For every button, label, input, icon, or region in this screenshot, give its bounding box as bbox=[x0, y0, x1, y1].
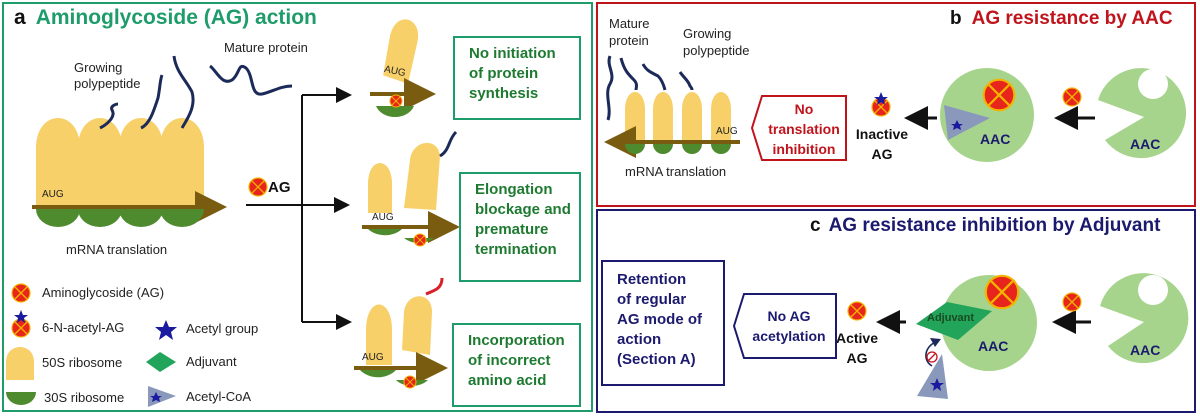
acetyl-ag-icon bbox=[11, 318, 31, 338]
outcome-box-no-initiation: No initiation of protein synthesis bbox=[453, 36, 581, 120]
aac-free-b bbox=[1098, 68, 1187, 159]
aac-free-c bbox=[1100, 273, 1189, 364]
aug-label: AUG bbox=[42, 189, 64, 200]
legend-acetyl-group: Acetyl group bbox=[186, 321, 259, 336]
outcome-2-graphic bbox=[362, 130, 460, 247]
active-ag-line: AG bbox=[846, 350, 868, 366]
inactive-ag-line: Inactive bbox=[855, 126, 909, 142]
retention-line: Retention bbox=[617, 271, 687, 288]
panel-c-frame bbox=[596, 209, 1196, 413]
growing-label-2: polypeptide bbox=[683, 43, 750, 58]
no-inhibition-line: inhibition bbox=[772, 141, 836, 157]
legend-50s: 50S ribosome bbox=[42, 355, 123, 370]
aac-label-free-b: AAC bbox=[1130, 136, 1161, 152]
retention-box: Retention of regular AG mode of action (… bbox=[601, 260, 725, 386]
adjuvant-label: Adjuvant bbox=[927, 312, 975, 324]
no-acetylation-shape bbox=[732, 293, 837, 359]
retention-line: action bbox=[617, 331, 662, 348]
active-ag-line: Active bbox=[835, 330, 879, 346]
panel-a-frame bbox=[2, 2, 593, 412]
outcome-box-elongation-blockage: Elongation blockage and premature termin… bbox=[459, 172, 581, 282]
panel-b-title: b AG resistance by AAC bbox=[950, 8, 1173, 30]
outcome-line: blockage and bbox=[475, 201, 571, 218]
outcome-line: synthesis bbox=[469, 85, 539, 102]
panel-c-title-text: AG resistance inhibition by Adjuvant bbox=[828, 215, 1161, 236]
legend-aminoglycoside: Aminoglycoside (AG) bbox=[42, 285, 165, 300]
retention-line: (Section A) bbox=[617, 351, 696, 368]
panel-b-frame bbox=[596, 2, 1196, 207]
panel-b-letter: b bbox=[950, 8, 962, 29]
outcome-line: of incorrect bbox=[468, 352, 551, 369]
growing-polypeptide-label-2: polypeptide bbox=[74, 76, 141, 91]
panel-c-title: c AG resistance inhibition by Adjuvant bbox=[810, 215, 1160, 237]
aug-label-b: AUG bbox=[716, 126, 738, 137]
retention-line: of regular bbox=[617, 291, 687, 308]
outcome-box-incorrect-amino-acid: Incorporation of incorrect amino acid bbox=[452, 323, 581, 407]
growing-polypeptide-label-1: Growing bbox=[74, 60, 123, 75]
aac-label-bound-b: AAC bbox=[980, 131, 1011, 147]
mrna-translation-label-b: mRNA translation bbox=[625, 164, 727, 179]
aug-label-outcome-3: AUG bbox=[362, 352, 384, 363]
panel-a-title-text: Aminoglycoside (AG) action bbox=[35, 6, 317, 29]
mature-label-2: protein bbox=[609, 33, 649, 48]
ag-label: AG bbox=[268, 179, 291, 196]
aug-label-outcome-2: AUG bbox=[372, 212, 394, 223]
acetyl-group-icon bbox=[155, 320, 177, 340]
no-acetylation-line: acetylation bbox=[752, 328, 826, 344]
no-inhibition-line: translation bbox=[768, 121, 840, 137]
retention-line: AG mode of bbox=[617, 311, 702, 328]
outcome-line: No initiation bbox=[469, 45, 556, 62]
ribosome-30s-icon bbox=[6, 392, 36, 405]
mrna-translation-label: mRNA translation bbox=[66, 242, 168, 257]
growing-label-1: Growing bbox=[683, 26, 732, 41]
legend-30s: 30S ribosome bbox=[44, 390, 125, 405]
aminoglycoside-icon bbox=[11, 283, 31, 303]
mature-protein-label: Mature protein bbox=[224, 40, 308, 55]
no-acetylation-line: No AG bbox=[767, 308, 811, 324]
outcome-line: Incorporation bbox=[468, 332, 565, 349]
outcome-1-graphic bbox=[370, 19, 436, 118]
no-inhibition-shape bbox=[750, 95, 847, 161]
outcome-line: premature bbox=[475, 221, 549, 238]
inactive-ag-graphic bbox=[871, 92, 937, 130]
ribosome-50s-icon bbox=[6, 347, 34, 380]
outcome-3-graphic bbox=[354, 277, 448, 389]
aac-label-free-c: AAC bbox=[1130, 342, 1161, 358]
aac-complex-c bbox=[916, 274, 1091, 399]
panel-a-title: a Aminoglycoside (AG) action bbox=[14, 6, 317, 30]
legend-acetyl-ag: 6-N-acetyl-AG bbox=[42, 320, 125, 335]
panel-b-title-text: AG resistance by AAC bbox=[971, 8, 1173, 29]
ag-branch-arrows bbox=[246, 87, 352, 330]
no-acetylation-label: No AG acetylation bbox=[742, 306, 836, 346]
no-inhibition-line: No bbox=[794, 101, 814, 117]
inactive-ag-line: AG bbox=[871, 146, 893, 162]
polysome-b bbox=[604, 55, 740, 158]
legend-acetyl-coa: Acetyl-CoA bbox=[186, 389, 252, 404]
outcome-line: Elongation bbox=[475, 181, 553, 198]
no-inhibition-label: No translation inhibition bbox=[760, 99, 848, 159]
adjuvant-icon bbox=[146, 352, 176, 372]
panel-a-letter: a bbox=[14, 6, 26, 29]
polysome-a bbox=[32, 55, 293, 227]
panel-c-letter: c bbox=[810, 215, 821, 236]
legend-adjuvant: Adjuvant bbox=[186, 354, 237, 369]
outcome-line: of protein bbox=[469, 65, 539, 82]
aac-label-bound-c: AAC bbox=[978, 338, 1009, 354]
aac-complex-b bbox=[940, 68, 1095, 162]
outcome-line: amino acid bbox=[468, 372, 547, 389]
legend-icons bbox=[6, 283, 177, 407]
acetyl-coa-icon bbox=[148, 386, 176, 407]
inactive-ag-label: Inactive AG bbox=[852, 124, 912, 164]
active-ag-label: Active AG bbox=[830, 328, 884, 368]
outcome-line: termination bbox=[475, 241, 557, 258]
active-ag-graphic bbox=[847, 301, 906, 334]
mature-label-1: Mature bbox=[609, 16, 650, 31]
